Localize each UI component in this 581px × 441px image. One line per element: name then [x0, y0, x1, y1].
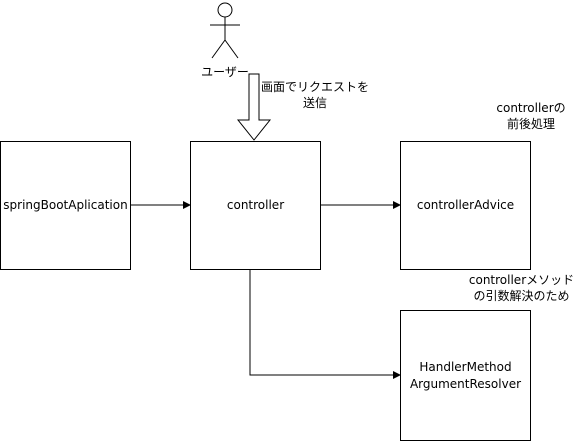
request-annotation: 画面でリクエストを 送信	[258, 79, 372, 111]
user-actor-label: ユーザー	[201, 65, 249, 79]
springboot-application-label: springBootAplication	[3, 198, 128, 213]
arrow-controller-to-resolver	[249, 269, 401, 379]
user-actor-icon	[210, 2, 240, 59]
resolver-label-line-2: ArgumentResolver	[409, 376, 522, 391]
controller-label: controller	[226, 198, 285, 213]
resolver-label-line-1: HandlerMethod	[419, 360, 512, 375]
request-annotation-line-2: 送信	[302, 96, 327, 111]
request-annotation-line-1: 画面でリクエストを	[260, 80, 369, 94]
advice-note-line-2: 前後処理	[506, 117, 555, 132]
request-block-arrow	[236, 73, 272, 141]
resolver-note-line-2: の引数解決のため	[473, 289, 570, 304]
advice-note-line-1: controllerの	[496, 101, 566, 115]
controller-advice-label: controllerAdvice	[416, 198, 515, 213]
resolver-note-line-1: controllerメソッド	[468, 273, 575, 287]
advice-note: controllerの 前後処理	[481, 100, 581, 132]
resolver-note: controllerメソッド の引数解決のため	[462, 272, 581, 304]
handler-method-argument-resolver-node[interactable]: HandlerMethod ArgumentResolver	[400, 310, 531, 441]
controller-node[interactable]: controller	[190, 141, 321, 270]
springboot-application-node[interactable]: springBootAplication	[0, 141, 131, 270]
controller-advice-node[interactable]: controllerAdvice	[400, 141, 531, 270]
